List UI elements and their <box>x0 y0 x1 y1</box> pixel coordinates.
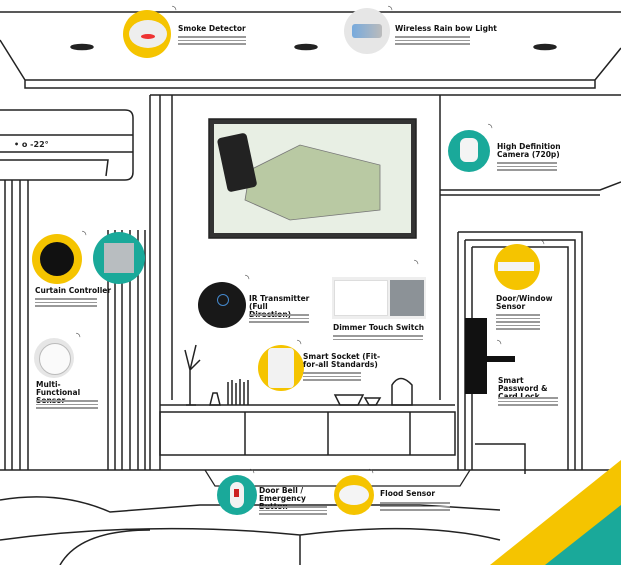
device-description <box>303 370 361 383</box>
wifi-icon: ◝ <box>82 228 87 241</box>
device-description <box>497 160 557 173</box>
device-title: Smart Socket (Fit-for-all Standards) <box>303 352 381 369</box>
device-description <box>395 34 470 47</box>
device-description <box>35 296 97 309</box>
device-title: Smoke Detector <box>178 24 246 33</box>
ac-display: • o -22° <box>14 140 49 149</box>
smoke-detector-image[interactable] <box>123 10 171 58</box>
ceiling-light <box>70 43 94 51</box>
decor-teal <box>545 505 621 565</box>
wifi-icon: ◝ <box>297 337 302 350</box>
door-bell-image[interactable] <box>217 475 257 515</box>
wifi-icon: ◝ <box>369 466 374 479</box>
device-description <box>259 504 327 517</box>
device-title: Dimmer Touch Switch <box>333 323 425 332</box>
dimmer-switch-image[interactable] <box>332 277 426 319</box>
ir-transmitter-image[interactable] <box>198 282 246 328</box>
device-description <box>178 34 246 47</box>
device-title: Curtain Controller <box>35 286 112 295</box>
rainbow-light-image[interactable] <box>344 8 390 54</box>
device-description <box>249 312 309 325</box>
ceiling-light <box>294 43 318 51</box>
wifi-icon: ◝ <box>245 272 250 285</box>
wifi-icon: ◝ <box>488 121 493 134</box>
device-description <box>333 333 423 342</box>
device-description <box>380 500 450 513</box>
ceiling-light <box>533 43 557 51</box>
device-title: Wireless Rain bow Light <box>395 24 497 33</box>
device-description <box>498 395 558 408</box>
wifi-icon: ◝ <box>497 337 502 350</box>
hd-camera-image[interactable] <box>448 130 490 172</box>
device-title: Flood Sensor <box>380 489 436 498</box>
curtain-controller-image[interactable] <box>32 234 82 284</box>
door-window-sensor-image[interactable] <box>494 244 540 290</box>
wifi-icon: ◝ <box>540 237 545 250</box>
device-title: Smart Password & Card Lock <box>498 376 548 401</box>
wifi-icon: ◝ <box>388 3 393 16</box>
smart-socket-image[interactable] <box>258 345 304 391</box>
smart-lock-image[interactable] <box>465 318 515 394</box>
wifi-icon: ◝ <box>414 257 419 270</box>
wifi-icon: ◝ <box>172 3 177 16</box>
wifi-icon: ◝ <box>250 466 255 479</box>
device-description <box>36 398 98 411</box>
device-description <box>496 312 540 332</box>
device-title: High Definition Camera (720p) <box>497 142 561 159</box>
flood-sensor-image[interactable] <box>334 475 374 515</box>
wifi-icon: ◝ <box>76 330 81 343</box>
multi-sensor-image[interactable] <box>34 338 74 378</box>
device-title: Door/Window Sensor <box>496 294 553 311</box>
curtain-switch-image[interactable] <box>93 232 145 284</box>
